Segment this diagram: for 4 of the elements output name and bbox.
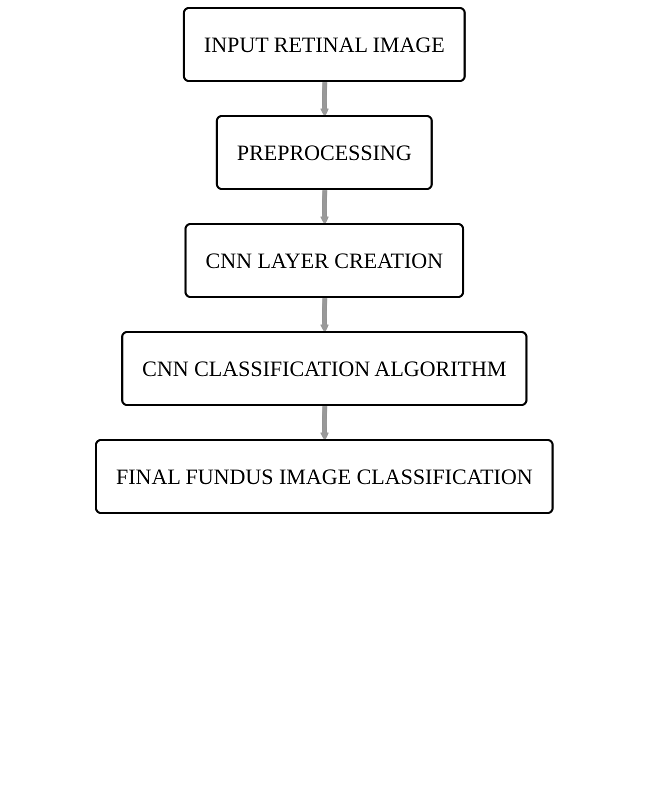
arrow xyxy=(320,297,330,333)
arrow xyxy=(320,405,330,441)
arrow xyxy=(320,189,330,225)
arrow xyxy=(320,81,330,117)
